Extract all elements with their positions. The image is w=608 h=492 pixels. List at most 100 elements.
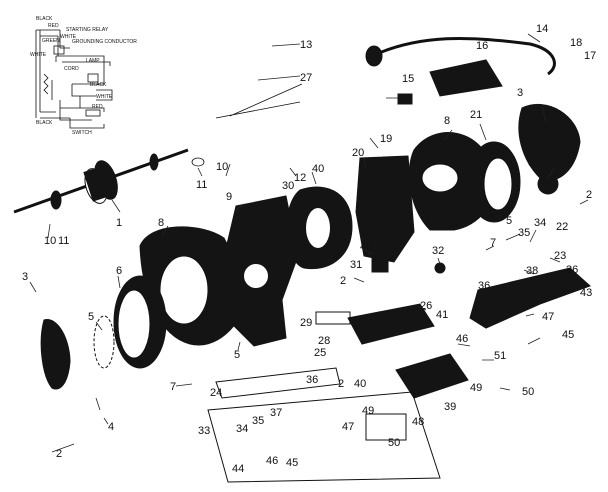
callout: 34 <box>236 423 248 435</box>
lamp-shade-part <box>429 59 503 97</box>
callout: 6 <box>116 265 122 277</box>
callout: 2 <box>586 189 592 201</box>
callout: 25 <box>314 347 326 359</box>
callout: 30 <box>282 180 294 192</box>
switch-box-part <box>395 353 469 399</box>
callout: 29 <box>300 317 312 329</box>
switch-part <box>397 93 413 105</box>
flange-right-part <box>537 173 559 195</box>
callout: 34 <box>534 217 546 229</box>
wiring-label: GREEN <box>42 38 60 44</box>
wiring-label: CORD <box>64 66 79 72</box>
stator-part <box>286 186 353 270</box>
wiring-label: BLACK <box>36 120 53 126</box>
wiring-label: BLACK <box>36 16 53 22</box>
wiring-diagram: BLACK RED STARTING RELAY GREEN WHITE GRO… <box>30 16 137 136</box>
label-plate-part <box>215 367 341 399</box>
part-drawings <box>13 36 591 483</box>
callout: 19 <box>380 133 392 145</box>
decal-sheet-part <box>207 391 441 483</box>
callout: 16 <box>476 40 488 52</box>
motor-shaft-part <box>13 148 189 214</box>
callout: 4 <box>108 421 114 433</box>
wiring-label: LAMP <box>86 58 100 64</box>
callout: 8 <box>444 115 450 127</box>
callout-numbers: 13 27 14 16 18 17 15 3 19 8 21 40 12 20 … <box>22 23 596 475</box>
bushing-part <box>434 262 446 274</box>
callout: 5 <box>234 349 240 361</box>
wiring-label: WHITE <box>60 34 77 40</box>
callout: 49 <box>362 405 374 417</box>
wiring-label: GROUNDING CONDUCTOR <box>72 39 137 45</box>
callout: 1 <box>116 217 122 229</box>
callout: 23 <box>554 250 566 262</box>
callout: 33 <box>198 425 210 437</box>
eye-shield-left-part <box>40 319 71 390</box>
callout: 46 <box>456 333 468 345</box>
callout: 11 <box>196 179 207 191</box>
callout: 27 <box>300 72 312 84</box>
callout: 43 <box>580 287 592 299</box>
callout: 40 <box>312 163 324 175</box>
callout: 7 <box>490 237 496 249</box>
callout: 12 <box>294 172 306 184</box>
callout: 35 <box>252 415 264 427</box>
wiring-label: BLACK <box>90 82 107 88</box>
callout: 36 <box>478 280 490 292</box>
callout: 47 <box>542 311 554 323</box>
callout: 46 <box>266 455 278 467</box>
callout: 21 <box>470 109 482 121</box>
leader-lines <box>29 33 589 453</box>
grinding-wheel-right-part <box>467 141 521 223</box>
base-part <box>469 267 591 329</box>
callout: 9 <box>226 191 232 203</box>
callout: 50 <box>388 437 400 449</box>
lamp-arm-part <box>371 36 556 76</box>
callout: 51 <box>494 350 506 362</box>
callout: 35 <box>518 227 530 239</box>
wiring-label: SWITCH <box>72 130 92 136</box>
callout: 7 <box>170 381 176 393</box>
callout: 24 <box>210 387 222 399</box>
callout: 26 <box>566 264 578 276</box>
callout: 13 <box>300 39 312 51</box>
wiring-label: WHITE <box>30 52 47 58</box>
callout: 49 <box>470 382 482 394</box>
callout: 40 <box>354 378 366 390</box>
wiring-label: WHITE <box>96 94 113 100</box>
wiring-label: STARTING RELAY <box>66 27 109 33</box>
callout: 20 <box>352 147 364 159</box>
callout: 14 <box>536 23 548 35</box>
callout: 28 <box>318 335 330 347</box>
spacer-part <box>315 311 351 325</box>
callout: 48 <box>412 416 424 428</box>
callout: 3 <box>22 271 28 283</box>
base-plate-part <box>347 303 435 345</box>
callout: 36 <box>306 374 318 386</box>
washer-part <box>191 157 205 167</box>
callout: 10 <box>216 161 228 173</box>
callout: 32 <box>432 245 444 257</box>
callout: 5 <box>506 215 512 227</box>
callout: 38 <box>526 265 538 277</box>
callout: 41 <box>436 309 448 321</box>
motor-housing-left-part <box>213 195 299 347</box>
callout: 18 <box>570 37 582 49</box>
decal-part <box>365 413 407 441</box>
eye-shield-right-part <box>518 103 581 181</box>
callout: 26 <box>420 300 432 312</box>
grinding-wheel-left-part <box>113 275 167 369</box>
cord-part <box>215 83 303 119</box>
callout: 39 <box>444 401 456 413</box>
callout: 22 <box>556 221 568 233</box>
callout: 3 <box>517 87 523 99</box>
callout: 47 <box>342 421 354 433</box>
callout: 37 <box>270 407 282 419</box>
callout: 44 <box>232 463 244 475</box>
flange-part <box>93 315 115 369</box>
callout: 50 <box>522 386 534 398</box>
callout: 10 <box>44 235 56 247</box>
wiring-label: RED <box>92 104 103 110</box>
callout: 31 <box>350 259 362 271</box>
